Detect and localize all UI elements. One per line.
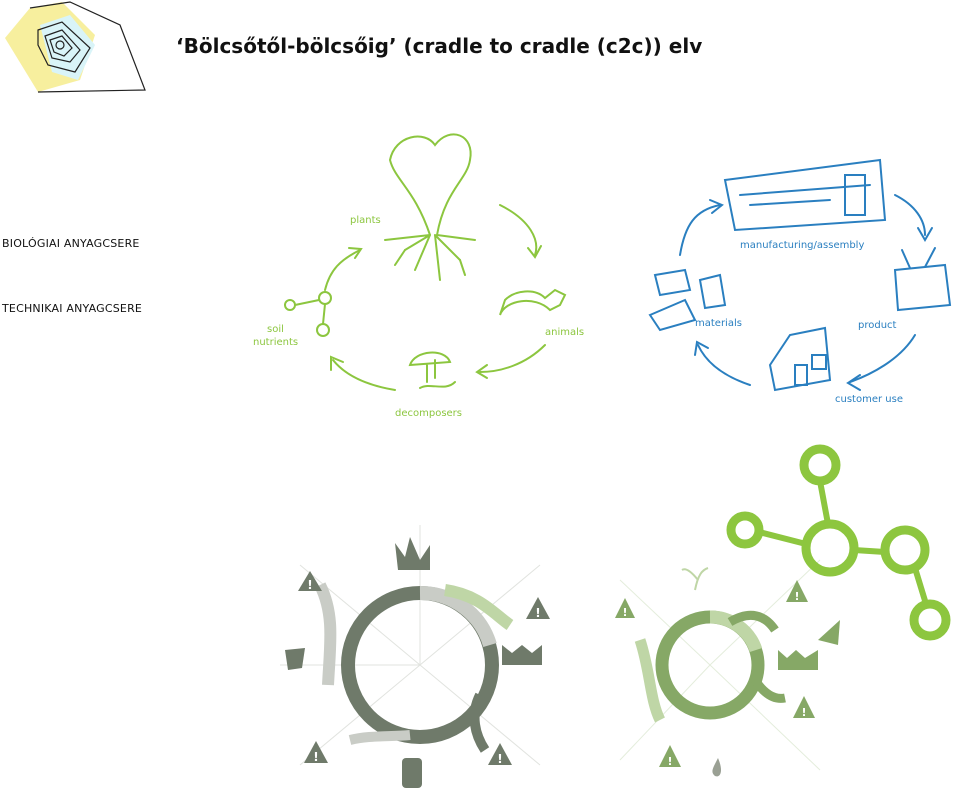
fire-icon: [395, 537, 430, 570]
warning-mark: !: [794, 590, 799, 603]
worm-icon: [419, 381, 456, 389]
warning-mark: !: [307, 578, 312, 592]
label-animals: animals: [545, 327, 584, 338]
arrow-decomposers-soil: [332, 359, 396, 391]
warning-mark: !: [667, 755, 672, 768]
nutrient-circle: [799, 444, 841, 486]
label-plants: plants: [350, 215, 381, 226]
arrow-materials-factory: [679, 204, 721, 256]
warning-mark: !: [801, 706, 806, 719]
barrel-icon: [402, 758, 422, 788]
tree-icon: [388, 133, 472, 236]
label-decomposers: decomposers: [395, 408, 462, 419]
technical-metabolism-label: TECHNIKAI ANYAGCSERE: [2, 302, 143, 315]
factory-icon: [778, 650, 818, 670]
house-icon: [768, 326, 832, 392]
biological-metabolism-label: BIOLÓGIAI ANYAGCSERE: [2, 237, 140, 250]
arrow-soil-plants: [324, 249, 361, 291]
sprout-icon: [681, 567, 709, 591]
warning-icon: [615, 580, 840, 767]
rabbit-icon: [499, 288, 567, 316]
label-manufacturing: manufacturing/assembly: [740, 240, 864, 251]
page-title: ‘Bölcsőtől-bölcsőig’ (cradle to cradle (…: [176, 34, 703, 58]
warning-icon: [298, 571, 550, 765]
warning-mark: !: [497, 752, 502, 766]
warning-mark: !: [535, 606, 540, 620]
mushroom-icon: [408, 351, 452, 383]
warning-mark: !: [622, 606, 627, 619]
warning-mark: !: [313, 750, 318, 764]
arrow-plants-animals: [499, 204, 538, 256]
c2c-cycle-diagram: ! ! ! !: [615, 444, 951, 777]
linear-cycle-diagram: ! ! ! !: [280, 525, 550, 788]
tv-icon: [893, 263, 952, 312]
label-materials: materials: [695, 318, 742, 329]
label-product: product: [858, 320, 897, 331]
label-soil: soil: [267, 324, 284, 335]
technical-cycle-diagram: manufacturing/assembly product customer …: [648, 158, 952, 405]
label-customer-use: customer use: [835, 394, 903, 405]
nutrient-circle: [909, 599, 951, 641]
arrow-factory-product: [894, 194, 926, 236]
factory-icon: [723, 158, 887, 232]
arrow-animals-decomposers: [479, 344, 546, 373]
c2c-logo: [5, 1, 146, 93]
trash-icon: [285, 648, 305, 670]
drop-icon: [712, 758, 722, 777]
arrow-customer-materials: [697, 344, 751, 386]
nutrient-circle: [880, 525, 930, 575]
factory-icon: [502, 645, 542, 665]
label-nutrients: nutrients: [253, 337, 298, 348]
nutrient-circle: [801, 519, 859, 577]
materials-icon: [648, 268, 727, 332]
nutrient-circle: [726, 511, 764, 549]
biological-cycle-diagram: plants animals decomposers soil nutrient…: [253, 133, 584, 419]
arrow-product-customer: [849, 334, 916, 383]
